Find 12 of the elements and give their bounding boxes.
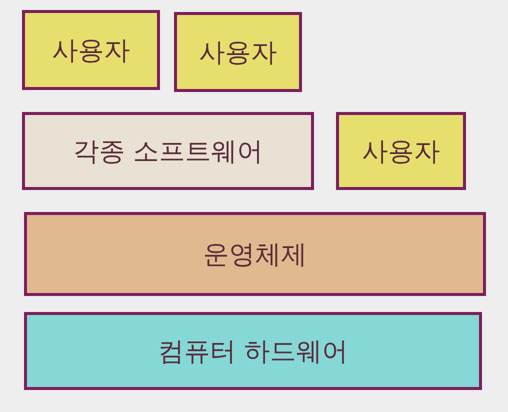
box-label: 각종 소프트웨어 bbox=[72, 136, 264, 168]
software-box bbox=[22, 112, 314, 190]
box-label: 컴퓨터 하드웨어 bbox=[158, 336, 348, 368]
operating-system-box bbox=[24, 212, 486, 296]
box-label: 사용자 bbox=[52, 34, 130, 68]
user-box bbox=[22, 10, 160, 90]
box-label: 사용자 bbox=[362, 136, 440, 168]
box-label: 사용자 bbox=[199, 36, 277, 70]
box-label: 운영체제 bbox=[203, 238, 307, 272]
hardware-box bbox=[24, 312, 482, 390]
user-box bbox=[336, 112, 466, 190]
user-box bbox=[174, 12, 302, 92]
